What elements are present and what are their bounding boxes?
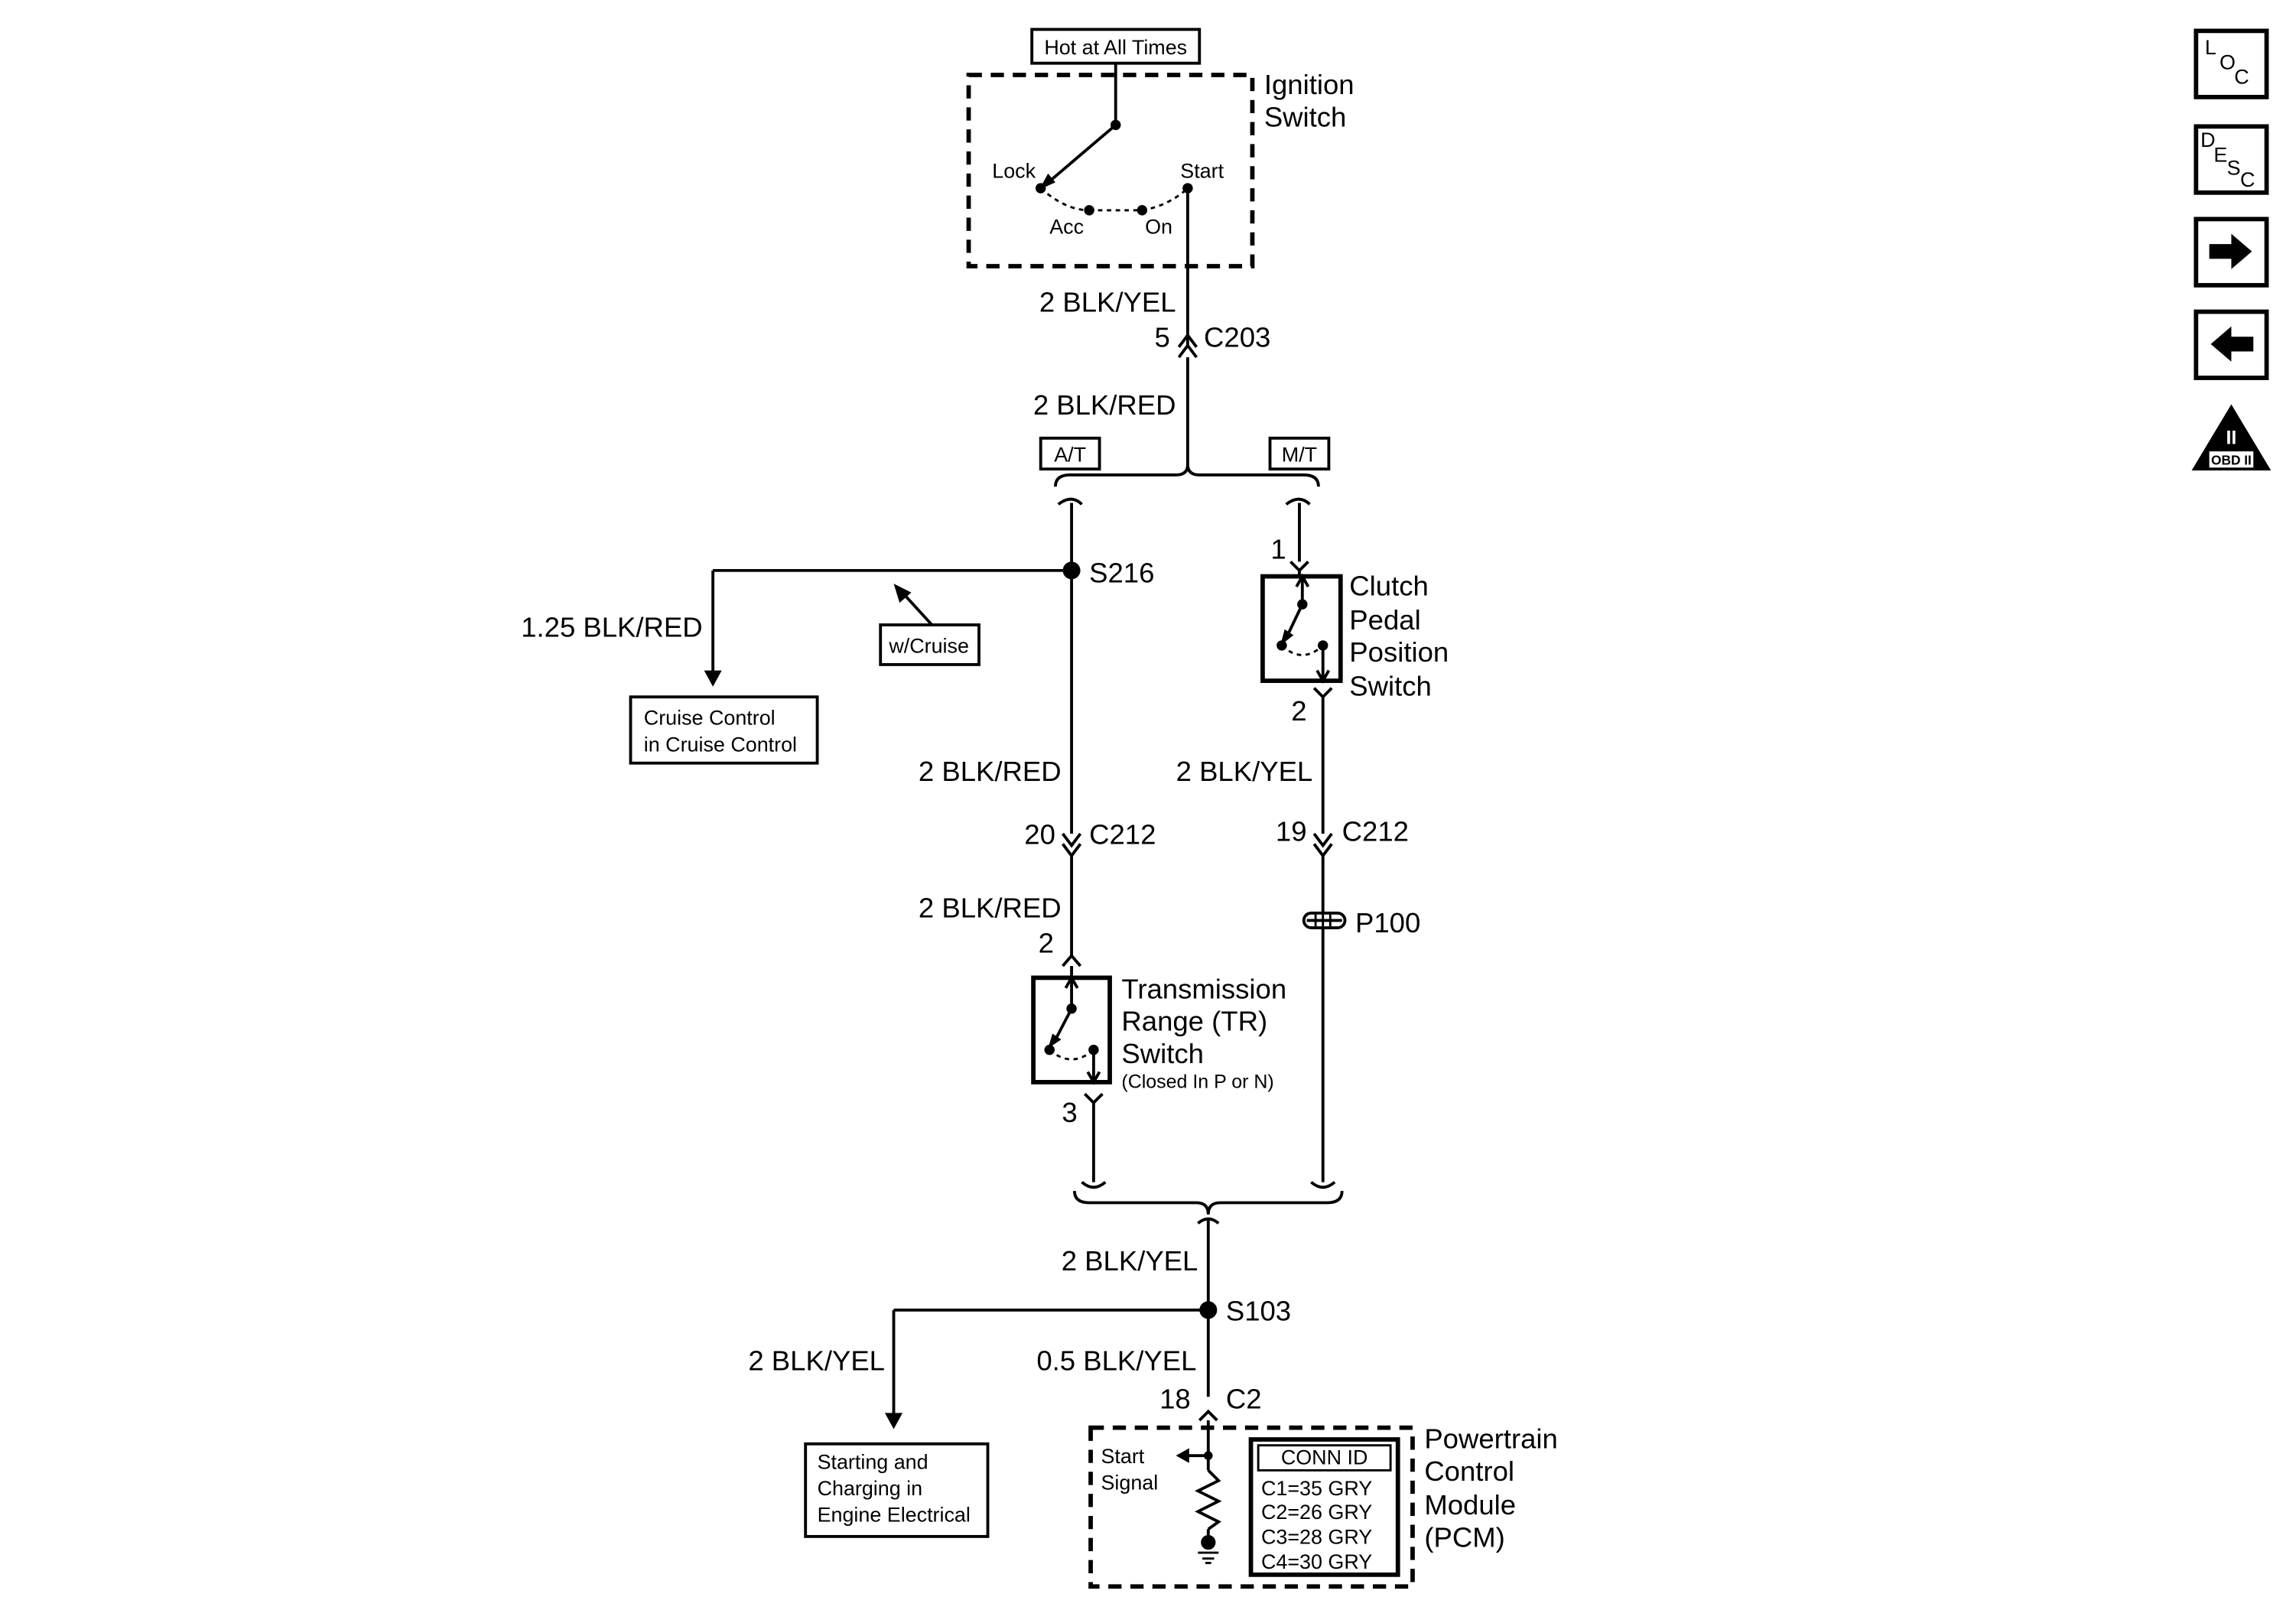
starting-line-1: Starting and: [818, 1450, 928, 1473]
pcm-module: Start Signal CONN ID C1=35 GRY C2=26 GRY…: [1088, 1423, 1558, 1589]
ignition-pos-on: On: [1145, 216, 1172, 239]
tr-switch-title-2: Range (TR): [1121, 1006, 1267, 1037]
wire-label-cruise: 1.25 BLK/RED: [521, 611, 702, 642]
wire-label-blk-red-low: 2 BLK/RED: [919, 893, 1062, 924]
hot-at-all-times-label: Hot at All Times: [1044, 36, 1187, 59]
pin-20: 20: [1024, 818, 1055, 850]
cruise-control-line-1: Cruise Control: [644, 707, 776, 730]
tr-switch-title-3: Switch: [1121, 1038, 1204, 1069]
pcm-title-4: (PCM): [1424, 1521, 1504, 1553]
clutch-title-4: Switch: [1349, 670, 1432, 701]
connector-c212-left: C212: [1089, 818, 1156, 850]
nav-back-button[interactable]: [2194, 309, 2269, 380]
obd2-bottom-label: OBD II: [2211, 452, 2252, 467]
tr-pin-3: 3: [1062, 1097, 1077, 1128]
pcm-dashed-box: [1088, 1425, 1415, 1589]
wire-label-start-charge: 2 BLK/YEL: [748, 1345, 885, 1377]
ignition-pos-lock: Lock: [992, 160, 1036, 183]
wire-label-blk-red-top: 2 BLK/RED: [1033, 389, 1176, 421]
conn-id-header-box: [1257, 1444, 1392, 1472]
nav-loc-c: C: [2234, 66, 2249, 89]
start-signal-2: Signal: [1101, 1471, 1158, 1494]
clutch-title-2: Pedal: [1349, 604, 1420, 636]
nav-obd2-button[interactable]: II OBD II: [2191, 404, 2272, 471]
p100-passthrough: [1302, 911, 1347, 929]
clutch-pin-1: 1: [1270, 533, 1286, 564]
at-option-box: [1039, 436, 1101, 471]
conn-id-row-c2: C2=26 GRY: [1261, 1501, 1372, 1524]
starting-line-3: Engine Electrical: [818, 1504, 971, 1527]
cruise-control-line-2: in Cruise Control: [644, 733, 797, 756]
wire-label-blk-red-mid: 2 BLK/RED: [919, 756, 1062, 787]
nav-desc-c: C: [2240, 168, 2255, 191]
mt-option-label: M/T: [1282, 444, 1317, 467]
nav-loc-l: L: [2205, 36, 2216, 59]
top-wire: 2 BLK/YEL 5 C203 2 BLK/RED A/T M/T: [1033, 188, 1331, 487]
ignition-switch-title-1: Ignition: [1264, 69, 1355, 100]
starting-charging-box: [804, 1442, 990, 1538]
clutch-pin-2: 2: [1291, 695, 1306, 727]
starting-line-2: Charging in: [818, 1477, 923, 1500]
nav-loc-button[interactable]: L O C: [2194, 28, 2269, 99]
connector-c2: C2: [1226, 1384, 1262, 1415]
conn-id-row-c4: C4=30 GRY: [1261, 1550, 1372, 1573]
clutch-title-3: Position: [1349, 636, 1449, 668]
wire-label-pcm: 0.5 BLK/YEL: [1036, 1345, 1196, 1377]
pcm-title-1: Powertrain: [1424, 1423, 1558, 1455]
arrow-right-icon: [2209, 233, 2252, 269]
cruise-control-box: [629, 695, 819, 765]
tr-switch-note: (Closed In P or N): [1121, 1072, 1273, 1093]
connector-c212-right: C212: [1342, 816, 1409, 847]
connector-c203: C203: [1204, 322, 1270, 353]
wire-label-blk-yel-low: 2 BLK/YEL: [1062, 1245, 1198, 1277]
pin-18: 18: [1159, 1384, 1191, 1415]
start-signal-1: Start: [1101, 1445, 1144, 1468]
ignition-pos-acc: Acc: [1049, 216, 1084, 239]
mt-branch: 1 Clutch Pedal Position Switch 2 2 BLK/Y…: [1176, 497, 1449, 1189]
ignition-pos-start: Start: [1180, 160, 1224, 183]
ignition-switch-title-2: Switch: [1264, 101, 1347, 132]
nav-desc-d: D: [2200, 128, 2215, 151]
pin-19: 19: [1276, 816, 1307, 847]
obd2-top-label: II: [2226, 428, 2237, 449]
conn-id-row-c1: C1=35 GRY: [1261, 1477, 1372, 1500]
nav-desc-s: S: [2227, 157, 2241, 180]
nav-forward-button[interactable]: [2194, 216, 2269, 288]
pin-5: 5: [1155, 322, 1170, 353]
clutch-title-1: Clutch: [1349, 571, 1429, 602]
wire-label-blk-yel-top: 2 BLK/YEL: [1039, 287, 1176, 318]
p100-label: P100: [1355, 907, 1420, 938]
lower-trunk: 2 BLK/YEL S103 2 BLK/YEL Starting and Ch…: [748, 1190, 1344, 1538]
tr-switch-title-1: Transmission: [1121, 973, 1286, 1004]
at-option-label: A/T: [1054, 444, 1086, 467]
w-cruise-box: [879, 623, 981, 666]
splice-s103-label: S103: [1226, 1295, 1291, 1326]
conn-id-row-c3: C3=28 GRY: [1261, 1525, 1372, 1548]
pcm-title-3: Module: [1424, 1489, 1516, 1521]
nav-loc-o: O: [2220, 50, 2236, 73]
w-cruise-label: w/Cruise: [888, 635, 969, 658]
tr-switch: Transmission Range (TR) Switch (Closed I…: [1031, 973, 1286, 1189]
conn-id-header: CONN ID: [1281, 1446, 1368, 1469]
pcm-title-2: Control: [1424, 1456, 1514, 1487]
splice-s216-label: S216: [1089, 557, 1154, 588]
ignition-switch-dashed-box: [966, 73, 1255, 268]
nav-desc-e: E: [2213, 143, 2227, 166]
at-branch: S216 1.25 BLK/RED w/Cruise Cruise Contro…: [521, 497, 1156, 978]
wire-label-blk-yel-mid: 2 BLK/YEL: [1176, 756, 1313, 787]
mt-option-box: [1268, 436, 1331, 471]
arrow-left-icon: [2210, 326, 2254, 362]
tr-pin-2: 2: [1039, 928, 1054, 959]
nav-desc-button[interactable]: D E S C: [2194, 124, 2269, 195]
ignition-switch: Hot at All Times Lock Start Acc On Ignit…: [966, 28, 1355, 268]
